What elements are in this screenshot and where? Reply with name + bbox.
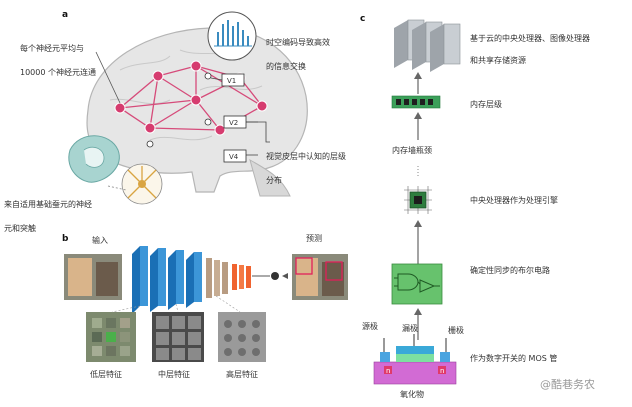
mos-transistor-icon <box>373 334 457 385</box>
input-image-dog <box>96 262 118 296</box>
memory-module-icon <box>391 95 441 109</box>
v2-box <box>223 115 247 129</box>
input-image-cat <box>68 258 92 296</box>
visual-cortex-label-line2: 分布 <box>266 176 282 185</box>
detection-box-1 <box>295 257 313 275</box>
detection-box-2 <box>325 261 343 281</box>
brain-outline <box>86 27 308 197</box>
arrow-up-icon <box>414 72 422 94</box>
conv-layers-tan <box>206 258 228 298</box>
gate-label: 栅极 <box>448 326 464 335</box>
area-v2-label: V2 <box>229 119 239 127</box>
arrow-up-icon <box>414 166 422 264</box>
glia-link <box>107 185 127 191</box>
neuron-nodes <box>114 60 268 136</box>
conv-layers-blue <box>132 246 202 314</box>
panel-label-b: b <box>62 234 69 244</box>
area-v1-label: V1 <box>227 77 237 85</box>
cpu-chip-icon <box>404 186 432 214</box>
cnn-input-label: 输入 <box>92 236 108 245</box>
glia-cell-illustration <box>68 135 120 183</box>
output-arrow <box>282 273 288 279</box>
output-image-dog <box>322 262 344 296</box>
watermark: @酷巷务农 <box>540 378 595 391</box>
n-region-right-label: n <box>440 367 445 375</box>
spatiotemporal-label-line1: 时空编码导致高效 <box>266 38 330 47</box>
spike-raster-icon <box>207 11 257 61</box>
visual-area-markers <box>146 72 212 148</box>
memory-wall-label: 内存墙瓶颈 <box>392 146 432 155</box>
neuron-label-line2: 10000 个神经元连通 <box>20 68 96 77</box>
logic-circuit-label: 确定性同步的布尔电路 <box>470 266 550 275</box>
glia-label-line2: 元和突触 <box>4 224 36 233</box>
low-level-feature-label: 低层特征 <box>90 370 122 379</box>
high-level-feature-grid <box>218 312 266 362</box>
panel-label-c: c <box>360 14 366 24</box>
low-level-feature-grid <box>86 312 136 362</box>
high-level-feature-label: 高层特征 <box>226 370 258 379</box>
panel-label-a: a <box>62 10 69 20</box>
memory-hierarchy-label: 内存层级 <box>470 100 502 109</box>
output-image-cat <box>296 258 318 296</box>
area-v4-label: V4 <box>229 153 239 161</box>
feature-connectors <box>111 295 241 313</box>
oxide-label: 氧化物 <box>400 390 424 399</box>
logic-circuit-icon <box>391 263 443 305</box>
server-rack-icon <box>394 19 461 72</box>
v1-box <box>221 73 245 87</box>
neuron-label-line1: 每个神经元平均与 <box>20 44 84 53</box>
n-region-left-label: n <box>386 367 391 375</box>
cloud-label-line2: 和共享存储资源 <box>470 56 526 65</box>
neuron-leader-line <box>95 51 121 104</box>
mos-label: 作为数字开关的 MOS 管 <box>470 354 558 363</box>
drain-label: 漏极 <box>402 324 418 333</box>
cloud-label-line1: 基于云的中央处理器、图像处理器 <box>470 34 590 43</box>
output-node <box>271 272 279 280</box>
v4-box <box>223 149 247 163</box>
glia-label-line1: 来自适用基础蚕元的神经 <box>4 200 92 209</box>
cpu-label: 中央处理器作为处理引擎 <box>470 196 558 205</box>
visual-cortex-label-line1: 视觉皮层中认知的层级 <box>266 152 346 161</box>
source-label: 源极 <box>362 322 378 331</box>
conv-layers-orange <box>232 264 251 290</box>
neuron-cell-illustration <box>121 163 163 205</box>
mid-level-feature-grid <box>152 312 204 362</box>
spatiotemporal-label-line2: 的信息交换 <box>266 62 306 71</box>
cnn-output-label: 预测 <box>306 234 322 243</box>
arrow-up-icon <box>414 308 422 340</box>
arrow-up-icon <box>414 112 422 140</box>
mid-level-feature-label: 中层特征 <box>158 370 190 379</box>
